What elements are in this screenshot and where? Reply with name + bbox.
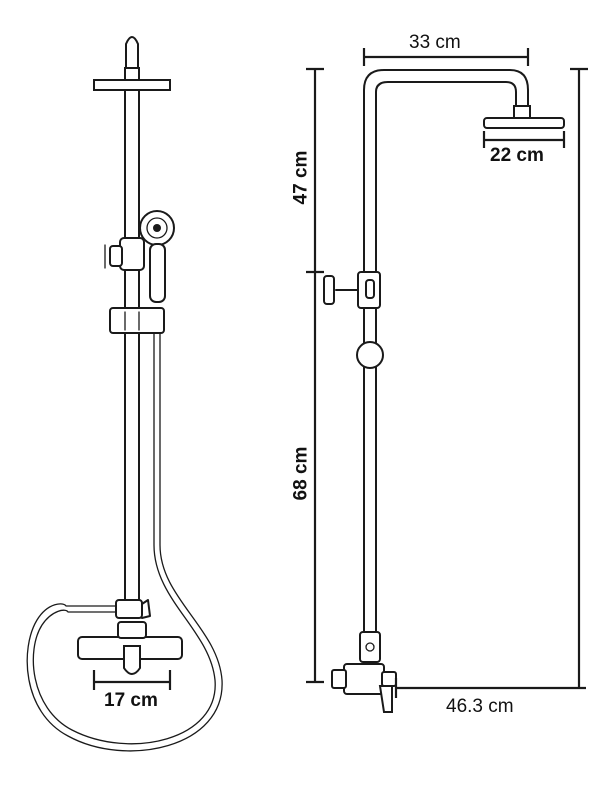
dim-total-depth — [394, 67, 588, 698]
label-mixer-width: 17 cm — [104, 690, 158, 711]
mixer-side — [343, 663, 385, 695]
shower-head-side — [483, 117, 565, 129]
slide-ring-side — [356, 341, 384, 369]
dim-mixer-width — [92, 670, 172, 690]
diverter-body — [119, 237, 145, 271]
diverter-knob — [109, 245, 123, 267]
label-upper-height: 47 cm — [290, 150, 312, 205]
label-width-top: 33 cm — [409, 32, 461, 53]
front-view — [26, 36, 223, 752]
label-lower-height: 68 cm — [290, 446, 312, 501]
hose — [32, 332, 216, 745]
side-view — [323, 69, 565, 713]
head-front-view — [93, 79, 171, 91]
diverter-handle-side — [323, 275, 335, 305]
dim-width-top — [362, 48, 530, 66]
dim-head-diameter — [482, 131, 566, 148]
riser-pipe — [363, 69, 529, 641]
hand-shower-handle — [149, 243, 166, 303]
slide-bracket — [109, 307, 165, 334]
hose-connector — [115, 599, 143, 619]
mixer-lever-side — [378, 685, 393, 713]
top-cap — [125, 36, 139, 69]
mixer-lever-front — [123, 645, 141, 675]
label-total-depth: 46.3 cm — [446, 696, 514, 717]
main-pipe-front — [124, 89, 140, 606]
cap-collar — [124, 67, 140, 81]
lower-connector-side — [359, 631, 381, 663]
label-head-diameter: 22 cm — [490, 145, 544, 166]
hand-shower-face — [146, 217, 168, 239]
dim-vertical-left — [306, 67, 324, 684]
